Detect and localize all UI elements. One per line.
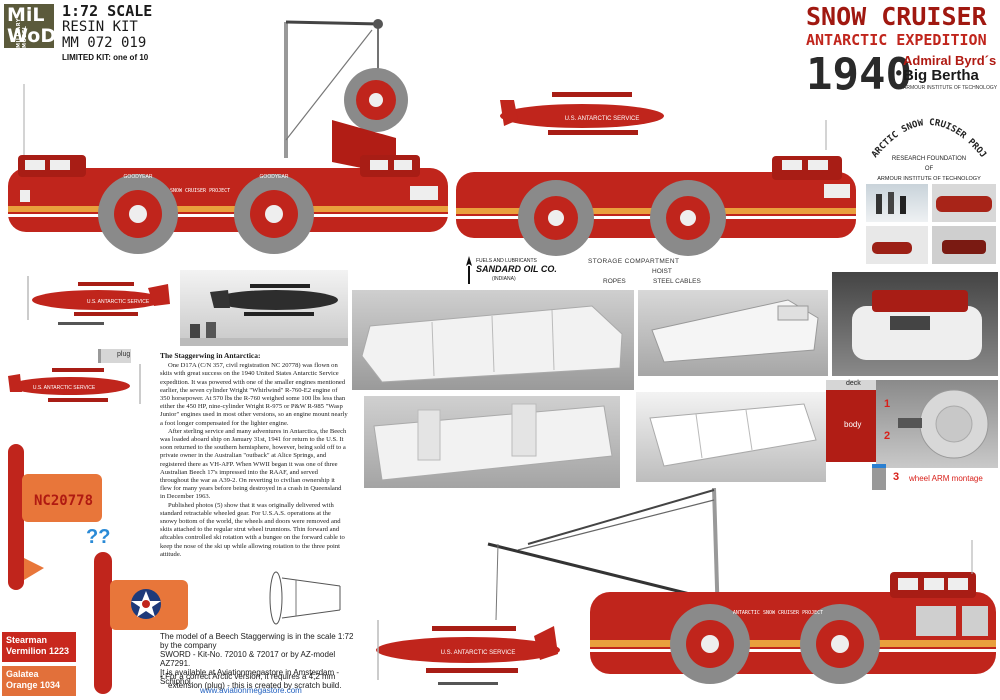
photo-cruiser-field xyxy=(866,226,928,264)
tyre-marking-2: GOODYEAR xyxy=(260,174,289,180)
photo-staggerwing-bw xyxy=(180,270,348,346)
snow-cruiser-with-plane-top: U.S. ANTARCTIC SERVICE xyxy=(456,92,856,256)
photo-collage xyxy=(866,184,996,264)
render-interior-partitions xyxy=(364,396,620,488)
plug-label: plug xyxy=(117,351,131,358)
photo-crew xyxy=(866,184,928,222)
swatch-1-line1: Stearman xyxy=(6,635,48,645)
fuselage-marking-1: U.S. ANTARCTIC SERVICE xyxy=(87,299,150,305)
model-note-line1: The model of a Beech Staggerwing is in t… xyxy=(160,632,354,650)
render-interior-full xyxy=(352,290,634,390)
registration-marking: NC20778 xyxy=(34,493,93,509)
fuselage-marking-top: U.S. ANTARCTIC SERVICE xyxy=(565,116,640,122)
arctic-note-line1: ▪ For a correct Arctic version, it requi… xyxy=(160,672,336,681)
kit-number: MM 072 019 xyxy=(62,35,147,51)
photo-cruiser-ship xyxy=(932,226,996,264)
emblem-line2: OF xyxy=(925,166,934,172)
title-year: 1940 xyxy=(806,49,912,100)
label-ropes: ROPES xyxy=(603,278,626,285)
body-emblem-text-bottom: ANTARCTIC SNOW CRUISER PROJECT xyxy=(733,610,823,616)
render-interior-open xyxy=(636,392,826,482)
sponsor-small: FUELS AND LUBRICANTS xyxy=(476,258,537,264)
limited-note: LIMITED KIT: one of 10 xyxy=(62,53,149,62)
montage-step-1: 1 xyxy=(884,398,891,410)
title-institute: ARMOUR INSTITUTE OF TECHNOLOGY xyxy=(903,85,998,91)
montage-photo: 1 2 xyxy=(876,380,998,468)
staggerwing-plug-side: U.S. ANTARCTIC SERVICE xyxy=(8,364,141,404)
montage-step-2: 2 xyxy=(884,430,891,442)
question-marks: ?? xyxy=(86,526,111,548)
body-label: body xyxy=(844,420,862,429)
sponsor-name: SANDARD OIL CO. xyxy=(476,264,557,274)
plug-tag: plug xyxy=(98,349,131,363)
fuselage-marking-bottom: U.S. ANTARCTIC SERVICE xyxy=(441,650,516,656)
title-line2: ANTARCTIC EXPEDITION xyxy=(806,31,987,49)
staggerwing-skis-side: U.S. ANTARCTIC SERVICE xyxy=(27,276,170,325)
title-admiral: Admiral Byrd´s xyxy=(903,53,997,68)
fuselage-marking-2: U.S. ANTARCTIC SERVICE xyxy=(33,385,96,391)
title-line1: SNOW CRUISER xyxy=(806,2,987,31)
model-note-line3: It is available at Aviationmegastore in … xyxy=(160,668,340,686)
tyre-marking-1: GOODYEAR xyxy=(124,174,153,180)
snow-cruiser-side-view-left: ANTARCTIC SNOW CRUISER PROJECT GOODYEAR … xyxy=(8,19,448,254)
torch-icon xyxy=(466,256,472,284)
project-emblem: ANTARCTIC SNOW CRUISER PROJECT RESEARCH … xyxy=(860,100,988,182)
body-emblem-text-left: ANTARCTIC SNOW CRUISER PROJECT xyxy=(140,188,230,194)
emblem-line1: RESEARCH FOUNDATION xyxy=(892,156,966,162)
article-paragraph-1: One D17A (C/N 357, civil registration NC… xyxy=(160,362,348,427)
montage-step-3: 3 xyxy=(893,471,900,483)
render-body-shell xyxy=(638,290,828,376)
title-nickname: Big Bertha xyxy=(903,67,979,84)
sponsor-region: (INDIANA) xyxy=(492,276,516,282)
article-paragraph-3: Published photos (5) show that it was or… xyxy=(160,501,345,558)
swatch-galatea-orange: Galatea Orange 1034 xyxy=(2,666,76,696)
emblem-arc-text: ANTARCTIC SNOW CRUISER PROJECT xyxy=(860,100,988,160)
swatch-2-line1: Galatea xyxy=(6,669,39,679)
article-staggerwing: The Staggerwing in Antarctica: One D17A … xyxy=(160,351,348,559)
engine-mount-drawing xyxy=(269,571,341,625)
swatch-2-line2: Orange 1034 xyxy=(6,680,61,690)
swatch-1-line2: Vermilion 1223 xyxy=(6,646,70,656)
staggerwing-top-view: NC20778 xyxy=(8,444,102,590)
deck-label: deck xyxy=(846,380,861,387)
logo-line1: MiL xyxy=(7,4,45,26)
checkbox-icon: ▪ xyxy=(160,672,166,681)
arctic-note: ▪ For a correct Arctic version, it requi… xyxy=(160,672,360,690)
snow-cruiser-bottom-scene: U.S. ANTARCTIC SERVICE ANTARCTIC SNOW CR… xyxy=(376,487,996,685)
aviationmegastore-link[interactable]: www.aviationmegastore.com xyxy=(200,686,302,695)
montage-body-panel: deck body xyxy=(826,380,878,462)
article-paragraph-2: After sterling service and many adventur… xyxy=(160,427,347,501)
kit-type: RESIN KIT xyxy=(62,19,138,35)
photo-cruiser-snow xyxy=(932,184,996,222)
kit-scale: 1:72 SCALE xyxy=(62,2,153,20)
swatch-stearman-vermilion: Stearman Vermilion 1223 xyxy=(2,632,76,662)
model-note-line2: SWORD - Kit-No. 72010 & 72017 or by AZ-m… xyxy=(160,650,336,668)
staggerwing-bottom-view xyxy=(94,552,188,694)
label-hoist: HOIST xyxy=(652,268,672,275)
article-heading: The Staggerwing in Antarctica: xyxy=(160,351,261,360)
model-note: The model of a Beech Staggerwing is in t… xyxy=(160,632,360,695)
arctic-note-line2: extension (plug) - this is created by sc… xyxy=(168,681,342,690)
montage-arm-part xyxy=(872,464,886,490)
emblem-line3: ARMOUR INSTITUTE OF TECHNOLOGY xyxy=(877,176,981,182)
label-storage: STORAGE COMPARTMENT xyxy=(588,258,680,265)
logo-line2: WoD xyxy=(7,25,57,47)
photo-model-front xyxy=(832,272,998,376)
milwod-logo: MiL WoD MILITARY MODEL xyxy=(4,4,57,48)
montage-deck xyxy=(826,380,878,390)
label-steel-cables: STEEL CABLES xyxy=(653,278,701,285)
wheel-arm-label: wheel ARM montage xyxy=(909,474,983,483)
